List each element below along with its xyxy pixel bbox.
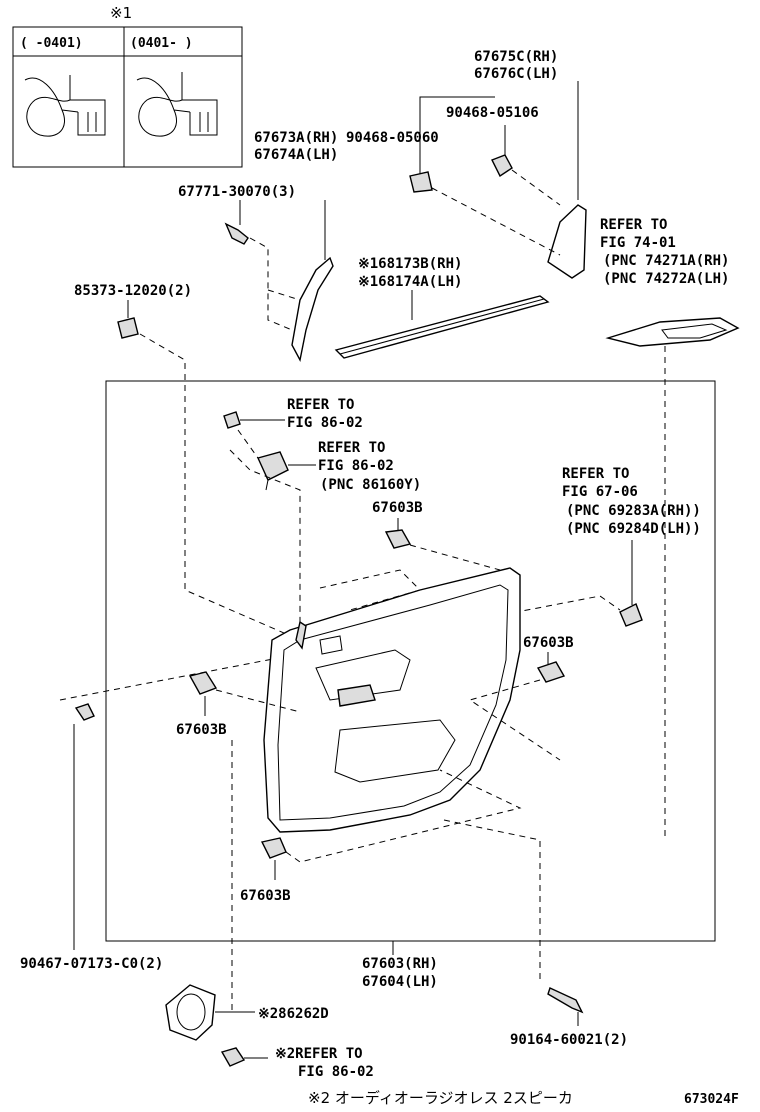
switch-bezel bbox=[605, 317, 740, 347]
inset-table: ※1 ( -0401) (0401- ) bbox=[12, 4, 243, 168]
clip-90467 bbox=[74, 703, 95, 721]
label-67676c: 67676C(LH) bbox=[474, 66, 558, 82]
clip-67603b-top bbox=[384, 529, 412, 549]
main-frame bbox=[105, 380, 716, 942]
refer-74-pnc1: (PNC 74271A(RH) bbox=[603, 253, 729, 269]
refer-74-pnc2: (PNC 74272A(LH) bbox=[603, 271, 729, 287]
garnish-67675c bbox=[547, 204, 587, 279]
label-90468-05060: 90468-05060 bbox=[346, 130, 439, 146]
inset-note-mark: ※1 bbox=[110, 4, 132, 22]
clip-new-illustration bbox=[136, 72, 218, 137]
speaker-screw bbox=[220, 1047, 246, 1067]
label-67603: 67603(RH) bbox=[362, 956, 438, 972]
label-67771-30070: 67771-30070(3) bbox=[178, 184, 296, 200]
refer-86b-title: REFER TO bbox=[318, 440, 385, 456]
weatherstrip-68173b bbox=[334, 295, 550, 359]
refer-67-fig: FIG 67-06 bbox=[562, 484, 638, 500]
label-67603b-bottom: 67603B bbox=[240, 888, 291, 904]
tweeter-86160y bbox=[257, 451, 289, 491]
refer-86b-fig: FIG 86-02 bbox=[318, 458, 394, 474]
label-90467-07173: 90467-07173-C0(2) bbox=[20, 956, 163, 972]
label-67603b-right: 67603B bbox=[523, 635, 574, 651]
handle-bezel-clip bbox=[619, 603, 643, 627]
label-68173b: ※168173B(RH) bbox=[358, 256, 462, 272]
label-85373-12020: 85373-12020(2) bbox=[74, 283, 192, 299]
clip-90468-05106 bbox=[491, 154, 513, 178]
refer-67-title: REFER TO bbox=[562, 466, 629, 482]
refer-86a-title: REFER TO bbox=[287, 397, 354, 413]
clip-67603b-bottom bbox=[260, 837, 287, 859]
label-67675c: 67675C(RH) bbox=[474, 49, 558, 65]
refer-86b-pnc: (PNC 86160Y) bbox=[320, 477, 421, 493]
label-67603b-top: 67603B bbox=[372, 500, 423, 516]
speaker-ring-86262d bbox=[165, 984, 216, 1041]
refer-67-pnc2: (PNC 69284D(LH)) bbox=[566, 521, 701, 537]
inset-col-left: ( -0401) bbox=[20, 36, 83, 51]
label-67674a: 67674A(LH) bbox=[254, 147, 338, 163]
refer-bottom-fig: FIG 86-02 bbox=[298, 1064, 374, 1080]
label-90468-05106: 90468-05106 bbox=[446, 105, 539, 121]
refer-bottom-title: ※2REFER TO bbox=[275, 1046, 363, 1062]
clip-67771 bbox=[224, 222, 249, 245]
label-67603b-left: 67603B bbox=[176, 722, 227, 738]
figure-code: 673024F bbox=[684, 1092, 739, 1107]
label-67673a: 67673A(RH) bbox=[254, 130, 338, 146]
garnish-67673a bbox=[291, 256, 334, 363]
inset-col-right: (0401- ) bbox=[130, 36, 193, 51]
clip-67603b-right bbox=[536, 661, 566, 683]
refer-74-fig: FIG 74-01 bbox=[600, 235, 676, 251]
footnote: ※2 オーディオーラジオレス 2スピーカ bbox=[308, 1089, 573, 1107]
label-86262d: ※286262D bbox=[258, 1006, 329, 1022]
refer-67-pnc1: (PNC 69283A(RH)) bbox=[566, 503, 701, 519]
refer-86a-fig: FIG 86-02 bbox=[287, 415, 363, 431]
label-90164-60021: 90164-60021(2) bbox=[510, 1032, 628, 1048]
clip-90468-05060 bbox=[409, 171, 433, 193]
clip-67603b-left bbox=[188, 671, 218, 695]
door-trim-board bbox=[263, 567, 521, 833]
label-67604: 67604(LH) bbox=[362, 974, 438, 990]
refer-74-title: REFER TO bbox=[600, 217, 667, 233]
screw-90164 bbox=[547, 987, 584, 1014]
label-68174a: ※168174A(LH) bbox=[358, 274, 462, 290]
clip-old-illustration bbox=[24, 75, 106, 137]
clip-85373 bbox=[117, 317, 139, 339]
screw-86-02 bbox=[223, 411, 241, 429]
